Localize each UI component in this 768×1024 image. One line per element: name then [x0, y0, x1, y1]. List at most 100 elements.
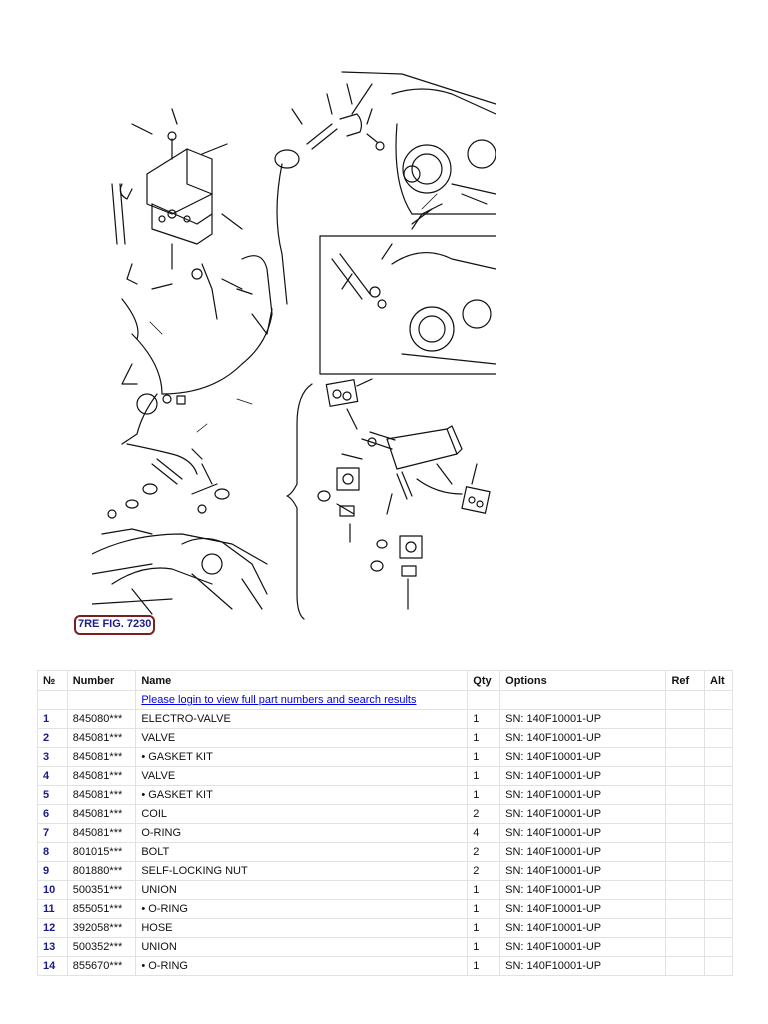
options-cell: SN: 140F10001-UP — [499, 937, 667, 957]
parts-table-header: № Number Name Qty Options Ref Alt — [37, 670, 733, 691]
wiring-harness — [121, 313, 273, 485]
header-number: Number — [66, 670, 137, 691]
header-name: Name — [135, 670, 469, 691]
row-number-link[interactable]: 14 — [43, 960, 56, 972]
ref-cell — [665, 880, 706, 900]
row-number-link[interactable]: 7 — [43, 827, 50, 839]
alt-cell — [704, 918, 733, 938]
ref-cell — [665, 709, 706, 729]
row-number-link[interactable]: 10 — [43, 884, 56, 896]
quantity-cell: 1 — [467, 709, 501, 729]
part-number-cell: 845081*** — [66, 804, 137, 824]
ref-cell — [665, 823, 706, 843]
part-name-cell: UNION — [135, 880, 469, 900]
parts-table: № Number Name Qty Options Ref Alt Please… — [37, 670, 733, 976]
row-number-link[interactable]: 9 — [43, 865, 50, 877]
ref-cell — [665, 861, 706, 881]
quantity-cell: 1 — [467, 785, 501, 805]
part-name-cell: BOLT — [135, 842, 469, 862]
alt-cell — [704, 899, 733, 919]
login-notice-empty-cell — [37, 690, 68, 710]
part-name-cell: • O-RING — [135, 956, 469, 976]
quantity-cell: 2 — [467, 842, 501, 862]
row-number-link[interactable]: 5 — [43, 789, 50, 801]
part-name-cell: • GASKET KIT — [135, 785, 469, 805]
login-notice-cell: Please login to view full part numbers a… — [135, 690, 469, 710]
quantity-cell: 1 — [467, 899, 501, 919]
parts-table-body: Please login to view full part numbers a… — [37, 690, 733, 976]
header-qty: Qty — [467, 670, 501, 691]
row-number-link[interactable]: 6 — [43, 808, 50, 820]
part-name-cell: O-RING — [135, 823, 469, 843]
part-number-cell: 801880*** — [66, 861, 137, 881]
part-number-cell: 500352*** — [66, 937, 137, 957]
alt-cell — [704, 728, 733, 748]
options-cell: SN: 140F10001-UP — [499, 728, 667, 748]
part-number-cell: 855051*** — [66, 899, 137, 919]
part-number-cell: 845081*** — [66, 766, 137, 786]
row-number-link[interactable]: 3 — [43, 751, 50, 763]
figure-reference-link[interactable]: 7RE FIG. 7230 — [74, 615, 156, 635]
row-number-link[interactable]: 12 — [43, 922, 56, 934]
options-cell: SN: 140F10001-UP — [499, 899, 667, 919]
row-number-cell: 1 — [37, 709, 68, 729]
options-cell: SN: 140F10001-UP — [499, 956, 667, 976]
alt-cell — [704, 823, 733, 843]
quantity-cell: 2 — [467, 861, 501, 881]
options-cell: SN: 140F10001-UP — [499, 842, 667, 862]
part-number-cell: 801015*** — [66, 842, 137, 862]
part-number-cell: 845081*** — [66, 785, 137, 805]
row-number-cell: 4 — [37, 766, 68, 786]
alt-cell — [704, 842, 733, 862]
row-number-cell: 12 — [37, 918, 68, 938]
options-cell: SN: 140F10001-UP — [499, 747, 667, 767]
quantity-cell: 1 — [467, 747, 501, 767]
part-name-cell: • O-RING — [135, 899, 469, 919]
login-notice-empty-cell — [665, 690, 706, 710]
row-number-cell: 8 — [37, 842, 68, 862]
row-number-link[interactable]: 11 — [43, 903, 55, 915]
alt-cell — [704, 709, 733, 729]
part-name-cell: SELF-LOCKING NUT — [135, 861, 469, 881]
alt-cell — [704, 785, 733, 805]
part-number-cell: 845081*** — [66, 728, 137, 748]
alt-cell — [704, 937, 733, 957]
ref-cell — [665, 728, 706, 748]
login-link[interactable]: Please login to view full part numbers a… — [141, 694, 417, 706]
alt-cell — [704, 880, 733, 900]
row-number-link[interactable]: 1 — [43, 713, 50, 725]
header-ref: Ref — [665, 670, 706, 691]
options-cell: SN: 140F10001-UP — [499, 785, 667, 805]
row-number-link[interactable]: 13 — [43, 941, 56, 953]
options-cell: SN: 140F10001-UP — [499, 804, 667, 824]
ref-cell — [665, 899, 706, 919]
transmission-housing-top — [341, 71, 496, 230]
options-cell: SN: 140F10001-UP — [499, 823, 667, 843]
row-number-cell: 13 — [37, 937, 68, 957]
quantity-cell: 1 — [467, 918, 501, 938]
valve-block-assembly — [111, 108, 273, 340]
part-name-cell: UNION — [135, 937, 469, 957]
row-number-link[interactable]: 2 — [43, 732, 50, 744]
part-number-cell: 392058*** — [66, 918, 137, 938]
login-notice-row: Please login to view full part numbers a… — [37, 690, 733, 710]
alt-cell — [704, 804, 733, 824]
quantity-cell: 2 — [467, 804, 501, 824]
row-number-cell: 14 — [37, 956, 68, 976]
part-number-cell: 845081*** — [66, 747, 137, 767]
fittings-bottom — [92, 458, 268, 615]
row-number-cell: 3 — [37, 747, 68, 767]
row-number-link[interactable]: 4 — [43, 770, 50, 782]
row-number-link[interactable]: 8 — [43, 846, 50, 858]
part-name-cell: ELECTRO-VALVE — [135, 709, 469, 729]
quantity-cell: 1 — [467, 937, 501, 957]
part-name-cell: VALVE — [135, 728, 469, 748]
part-name-cell: COIL — [135, 804, 469, 824]
